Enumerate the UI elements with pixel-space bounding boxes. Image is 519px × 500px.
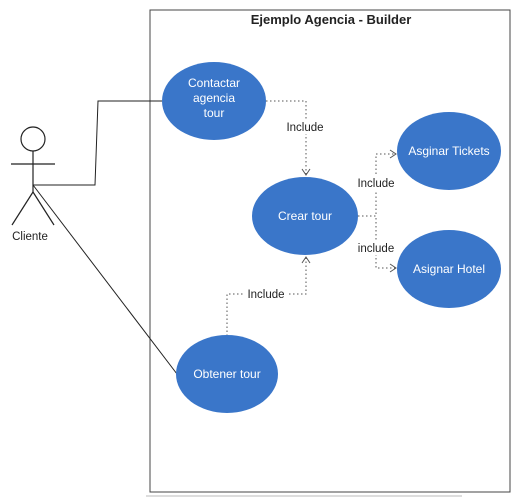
use-case-obtener-shape [176,335,278,413]
use-case-hotel-label: Asignar Hotel [413,262,485,276]
label-bg [356,241,396,255]
include-label-obtener: Include [247,289,284,301]
label-bg [284,120,326,134]
use-case-crear-label: Crear tour [278,209,332,223]
use-case-tickets: Asginar Tickets [397,112,501,190]
use-case-contactar-line1: Contactar [188,76,240,90]
system-boundary [149,9,511,493]
use-case-crear-shape [252,177,358,255]
include-contactar-crear [266,100,311,176]
use-case-tickets-label: Asginar Tickets [408,144,489,158]
use-case-contactar-line2: agencia [193,91,235,105]
use-case-obtener-label: Obtener tour [193,367,260,381]
use-case-contactar: Contactar agencia tour [162,62,266,140]
use-case-contactar-shape [162,62,266,140]
association-obtener [32,184,178,375]
actor-label: Cliente [12,231,48,243]
actor-head [20,126,46,152]
system-title: Ejemplo Agencia - Builder [251,12,412,27]
label-bg [245,288,287,302]
include-label-hotel: include [358,243,394,255]
use-case-tickets-shape [397,112,501,190]
actor-left-leg [11,191,34,226]
include-label-contactar: Include [286,122,323,134]
use-case-crear: Crear tour [252,177,358,255]
use-case-contactar-line3: tour [204,106,225,120]
label-bg [355,176,397,190]
association-contactar [33,100,162,186]
use-case-obtener: Obtener tour [176,335,278,413]
actor-right-leg [32,191,55,226]
use-case-hotel: Asignar Hotel [397,230,501,308]
actor-cliente: Cliente [11,126,55,243]
include-label-tickets: Include [357,178,394,190]
use-case-hotel-shape [397,230,501,308]
